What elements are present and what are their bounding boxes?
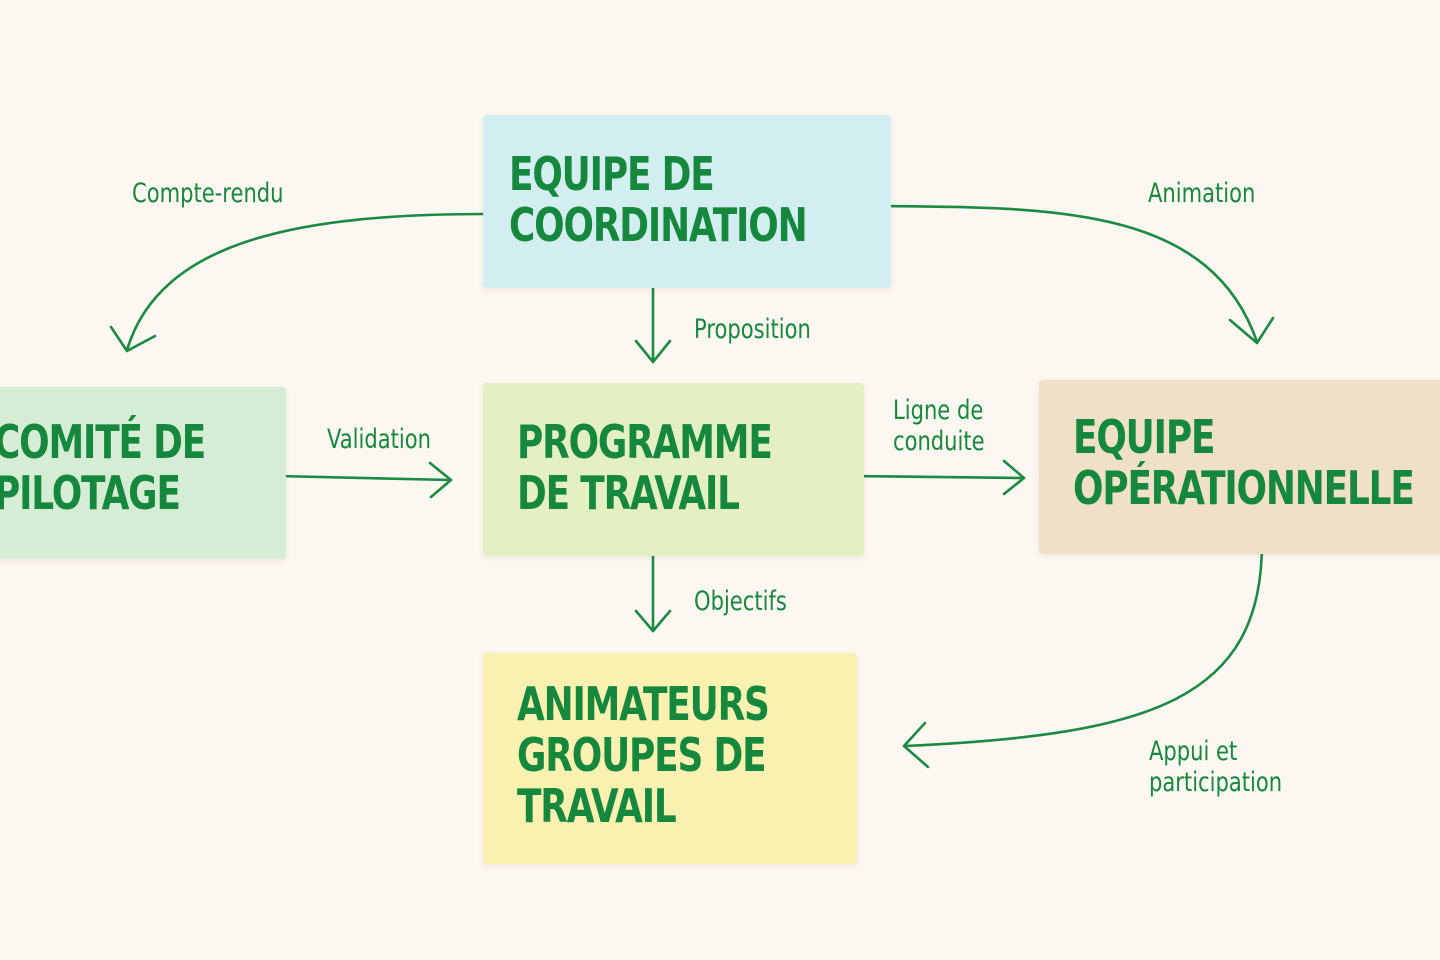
node-animateurs-groupes: ANIMATEURS GROUPES DE TRAVAIL (483, 653, 857, 864)
node-title: ANIMATEURS GROUPES DE TRAVAIL (517, 677, 770, 833)
node-title: COMITÉ DE PILOTAGE (0, 415, 206, 520)
node-title: PROGRAMME DE TRAVAIL (517, 415, 773, 520)
node-title: EQUIPE OPÉRATIONNELLE (1073, 410, 1415, 515)
node-comite-pilotage: COMITÉ DE PILOTAGE (0, 387, 286, 559)
label-appui-participation: Appui et participation (1149, 736, 1283, 798)
arrowhead-proposition (634, 339, 672, 364)
node-title: EQUIPE DE COORDINATION (509, 147, 808, 252)
node-equipe-operationnelle: EQUIPE OPÉRATIONNELLE (1039, 380, 1440, 554)
arrowhead-objectifs (634, 609, 672, 633)
label-proposition: Proposition (694, 314, 811, 345)
label-animation: Animation (1148, 178, 1256, 209)
node-programme-travail: PROGRAMME DE TRAVAIL (483, 383, 864, 556)
arrowhead-appui (902, 721, 930, 769)
label-validation: Validation (327, 424, 431, 455)
node-equipe-coordination: EQUIPE DE COORDINATION (483, 115, 891, 288)
label-ligne-conduite: Ligne de conduite (893, 395, 985, 457)
arrow-ligne-conduite (846, 474, 1026, 480)
label-compte-rendu: Compte-rendu (132, 178, 284, 209)
arrow-animation (883, 204, 1259, 344)
arrow-appui (902, 541, 1264, 748)
arrowhead-animation (1228, 316, 1275, 345)
arrow-validation (275, 474, 453, 482)
arrowhead-compte-rendu (109, 325, 157, 353)
arrowhead-ligne-conduite (1002, 459, 1026, 496)
arrow-compte-rendu (125, 212, 489, 352)
label-objectifs: Objectifs (694, 586, 787, 617)
arrowhead-validation (428, 461, 453, 499)
